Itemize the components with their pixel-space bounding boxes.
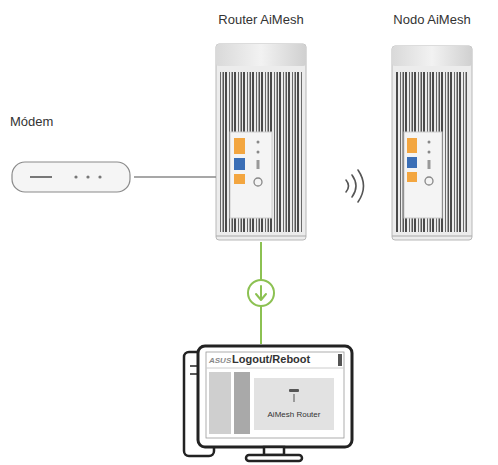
computer-screen: ASUSLogout/RebootAiMesh Router (198, 346, 352, 448)
node-label: AiMesh Router (254, 410, 334, 419)
modem-device (12, 162, 130, 192)
mesh-node: Nodo AiMesh (384, 12, 480, 242)
router-node: Router AiMesh (212, 12, 310, 242)
connector (248, 242, 274, 344)
connector (134, 177, 216, 178)
ui-card: AiMesh Router (254, 378, 334, 430)
router-tower (216, 44, 306, 240)
node-label: Router AiMesh (212, 12, 310, 27)
node-label: Logout/Reboot (232, 353, 310, 365)
node-tower (392, 46, 472, 240)
brand-logo: ASUS (209, 356, 231, 365)
node-label: Módem (10, 114, 53, 129)
computer (184, 346, 352, 461)
modem-node: Módem (8, 112, 134, 194)
node-label: Nodo AiMesh (384, 12, 480, 27)
wireless-waves (346, 170, 364, 202)
